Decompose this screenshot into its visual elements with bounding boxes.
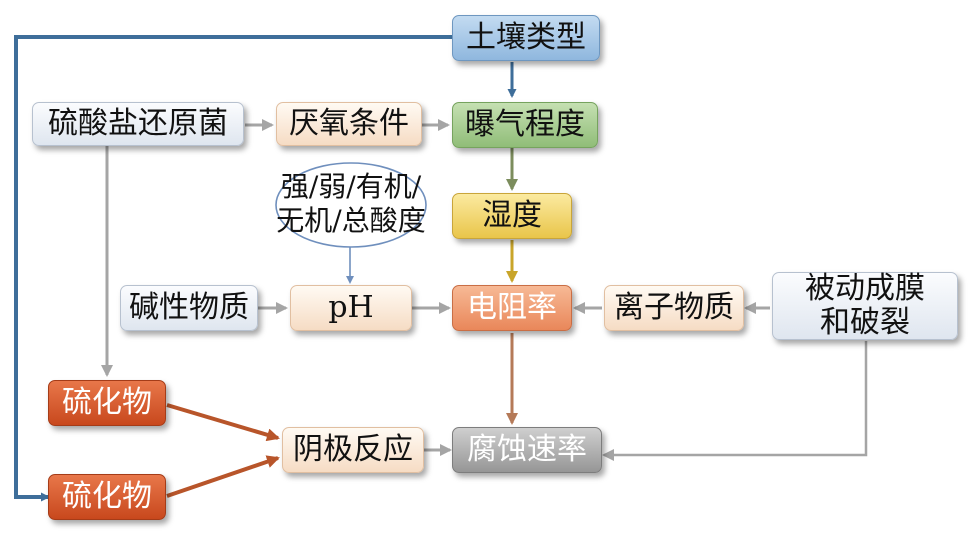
- node-alkaline-substance: 碱性物质: [120, 285, 258, 331]
- node-resistivity-label: 电阻率: [467, 289, 557, 325]
- node-soil-type: 土壤类型: [452, 15, 600, 61]
- acid-note-ellipse: [275, 162, 427, 248]
- node-passive-film: 被动成膜 和破裂: [772, 270, 958, 340]
- node-sulfate-reducing-bacteria: 硫酸盐还原菌: [32, 102, 244, 146]
- node-srb-label: 硫酸盐还原菌: [48, 105, 228, 141]
- edge-sulfide2-to-cathodic: [166, 455, 280, 498]
- node-humidity: 湿度: [452, 193, 572, 239]
- node-alkaline-label: 碱性物质: [129, 289, 249, 325]
- node-ph: pH: [290, 285, 412, 331]
- node-passive-line1: 被动成膜: [805, 270, 925, 306]
- edge-passive-to-corrosion: [602, 341, 868, 461]
- node-sulfide-top: 硫化物: [48, 380, 166, 426]
- node-corrosion-label: 腐蚀速率: [467, 431, 587, 467]
- node-sulfide-bottom-label: 硫化物: [62, 478, 152, 514]
- node-soil-type-label: 土壤类型: [466, 19, 586, 55]
- node-ph-label: pH: [328, 289, 374, 325]
- node-aeration-degree: 曝气程度: [452, 102, 598, 148]
- node-anaerobic-condition: 厌氧条件: [276, 102, 422, 146]
- node-cathodic-label: 阴极反应: [293, 431, 413, 467]
- edge-sulfide1-to-cathodic: [166, 403, 280, 442]
- node-corrosion-rate: 腐蚀速率: [452, 427, 602, 473]
- acid-note-line1: 强/弱/有机/: [280, 170, 422, 203]
- node-passive-line2: 和破裂: [820, 305, 910, 340]
- edge-soil-to-sulfide: [14, 35, 452, 502]
- node-sulfide-top-label: 硫化物: [62, 384, 152, 420]
- node-aeration-label: 曝气程度: [465, 106, 585, 142]
- node-anaerobic-label: 厌氧条件: [289, 105, 409, 141]
- acid-note-line2: 无机/总酸度: [276, 204, 426, 238]
- node-cathodic-reaction: 阴极反应: [282, 427, 424, 473]
- node-resistivity: 电阻率: [452, 285, 572, 331]
- node-sulfide-bottom: 硫化物: [48, 474, 166, 520]
- acid-note: 强/弱/有机/ 无机/总酸度: [266, 170, 436, 238]
- node-humidity-label: 湿度: [482, 197, 542, 233]
- node-ionic-substance: 离子物质: [604, 285, 744, 331]
- node-ionic-label: 离子物质: [614, 289, 734, 325]
